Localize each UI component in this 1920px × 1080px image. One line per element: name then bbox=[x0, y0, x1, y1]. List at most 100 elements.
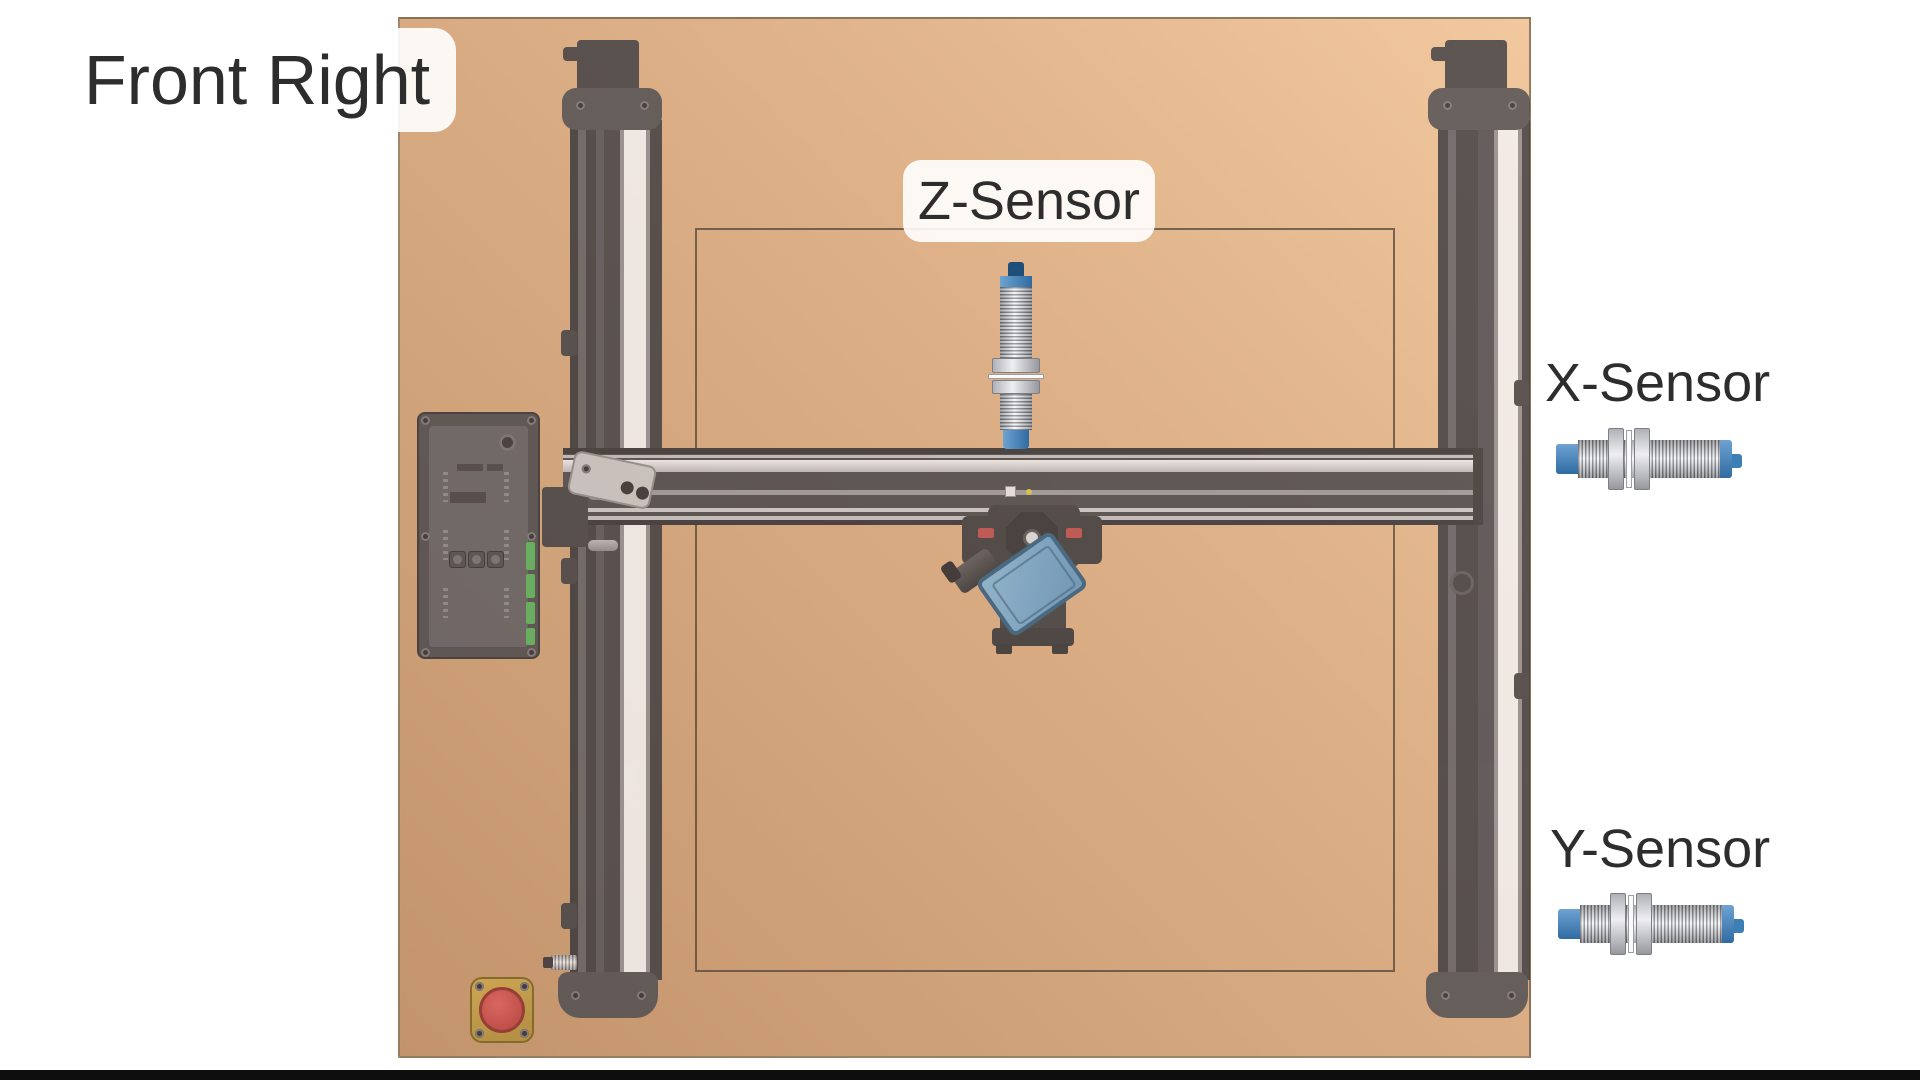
z-sensor-label: Z-Sensor bbox=[903, 160, 1155, 242]
screw-dot bbox=[520, 982, 529, 991]
pcb-terminal-green bbox=[526, 628, 535, 645]
sensor-connector-stub bbox=[1732, 454, 1742, 468]
pin-header bbox=[504, 472, 509, 502]
controller-enclosure bbox=[417, 412, 540, 659]
sensor-washer bbox=[1628, 895, 1634, 953]
view-label-text: Front Right bbox=[83, 41, 431, 119]
right-y-rail bbox=[1438, 120, 1530, 980]
sensor-nut bbox=[1636, 893, 1652, 955]
beam-stripe bbox=[563, 448, 1483, 454]
sensor-connector-stub bbox=[1734, 919, 1744, 933]
pin-header bbox=[443, 588, 448, 618]
screw-dot bbox=[637, 991, 646, 1000]
beam-stripe bbox=[563, 460, 1483, 472]
sensor-rear-cap bbox=[1720, 440, 1732, 478]
pin-header bbox=[443, 530, 448, 560]
screw-dot bbox=[527, 532, 536, 541]
rail-tnut-tab bbox=[561, 558, 577, 584]
round-connector bbox=[487, 551, 504, 568]
coupler-cylinder bbox=[588, 540, 618, 551]
connector-pin bbox=[491, 555, 500, 564]
rail-tnut-tab bbox=[561, 903, 577, 929]
beam-end-cap bbox=[1473, 448, 1483, 525]
screw-dot bbox=[1441, 991, 1450, 1000]
rail-roller-disc bbox=[1450, 571, 1474, 595]
pcb-terminal-green bbox=[526, 574, 535, 598]
chip-rect bbox=[457, 464, 483, 471]
left-y-motor-tab bbox=[563, 47, 581, 61]
screw-dot bbox=[475, 1029, 484, 1038]
screw-dot bbox=[475, 982, 484, 991]
screw-dot bbox=[527, 648, 536, 657]
rail-tnut-tab bbox=[1514, 673, 1530, 699]
round-connector bbox=[468, 551, 485, 568]
sensor-face-tip bbox=[1556, 444, 1578, 474]
carriage-foot bbox=[1052, 644, 1068, 654]
beam-stripe bbox=[563, 455, 1483, 458]
bracket-hole bbox=[634, 485, 651, 501]
beam-stripe bbox=[563, 490, 1483, 495]
rail-tnut-tab bbox=[1514, 380, 1530, 406]
x-sensor-label: X-Sensor bbox=[1545, 352, 1770, 414]
connector-pin bbox=[472, 555, 481, 564]
sensor-face-tip bbox=[1558, 909, 1580, 939]
sensor-nut bbox=[1634, 428, 1650, 490]
sensor-nut bbox=[1608, 428, 1624, 490]
view-label: Front Right bbox=[58, 28, 456, 132]
z-sensor-probe bbox=[985, 262, 1047, 450]
z-sensor-nut bbox=[992, 380, 1040, 394]
pcb-terminal-green bbox=[526, 542, 535, 570]
buzzer-icon bbox=[499, 434, 516, 451]
pin-header bbox=[504, 530, 509, 560]
round-connector bbox=[449, 551, 466, 568]
screw-dot bbox=[421, 532, 430, 541]
pcb-terminal-green bbox=[526, 602, 535, 624]
z-sensor-washer bbox=[988, 374, 1044, 379]
screw-dot bbox=[421, 416, 430, 425]
sensor-nut bbox=[1610, 893, 1626, 955]
bottom-edge-bar bbox=[0, 1070, 1920, 1080]
screw-dot bbox=[421, 648, 430, 657]
x-sensor-illustration bbox=[1556, 428, 1742, 490]
y-limit-sensor-tip bbox=[543, 957, 553, 968]
screw-dot bbox=[520, 1029, 529, 1038]
carriage-red-accent bbox=[1066, 528, 1082, 538]
rail-tnut-tab bbox=[561, 330, 577, 356]
pin-header bbox=[443, 472, 448, 502]
z-sensor-barrel-upper bbox=[1000, 287, 1032, 359]
y-sensor-illustration bbox=[1558, 893, 1744, 955]
screw-dot bbox=[640, 101, 649, 110]
y-limit-sensor bbox=[551, 955, 577, 970]
z-sensor-barrel-lower bbox=[1000, 394, 1032, 430]
emergency-stop-housing bbox=[470, 977, 534, 1043]
sensor-washer bbox=[1626, 430, 1632, 488]
z-sensor-blue-band bbox=[1000, 276, 1032, 287]
x-sensor-label-text: X-Sensor bbox=[1545, 353, 1771, 413]
screw-dot bbox=[1443, 101, 1452, 110]
y-sensor-label-text: Y-Sensor bbox=[1550, 819, 1771, 879]
carriage-foot bbox=[996, 644, 1012, 654]
beam-marker-square bbox=[1005, 486, 1016, 497]
chip-rect bbox=[487, 464, 503, 471]
z-sensor-tip bbox=[1003, 430, 1029, 449]
screw-dot bbox=[571, 991, 580, 1000]
screw-dot bbox=[1507, 991, 1516, 1000]
screw-dot bbox=[1508, 101, 1517, 110]
beam-marker-dot bbox=[1026, 489, 1032, 495]
z-sensor-connector-nub bbox=[1008, 262, 1024, 278]
sensor-threaded-body bbox=[1580, 905, 1726, 943]
chip-rect bbox=[450, 492, 486, 503]
left-y-motor bbox=[577, 40, 639, 92]
estop-red-button bbox=[479, 987, 525, 1033]
right-y-motor bbox=[1445, 40, 1507, 92]
screw-dot bbox=[527, 416, 536, 425]
right-y-motor-tab bbox=[1431, 47, 1449, 61]
bracket-hole bbox=[619, 480, 635, 496]
sensor-rear-cap bbox=[1722, 905, 1734, 943]
pin-header bbox=[504, 588, 509, 618]
y-sensor-label: Y-Sensor bbox=[1550, 818, 1770, 880]
x-motor-block bbox=[542, 487, 588, 547]
sensor-threaded-body bbox=[1578, 440, 1724, 478]
